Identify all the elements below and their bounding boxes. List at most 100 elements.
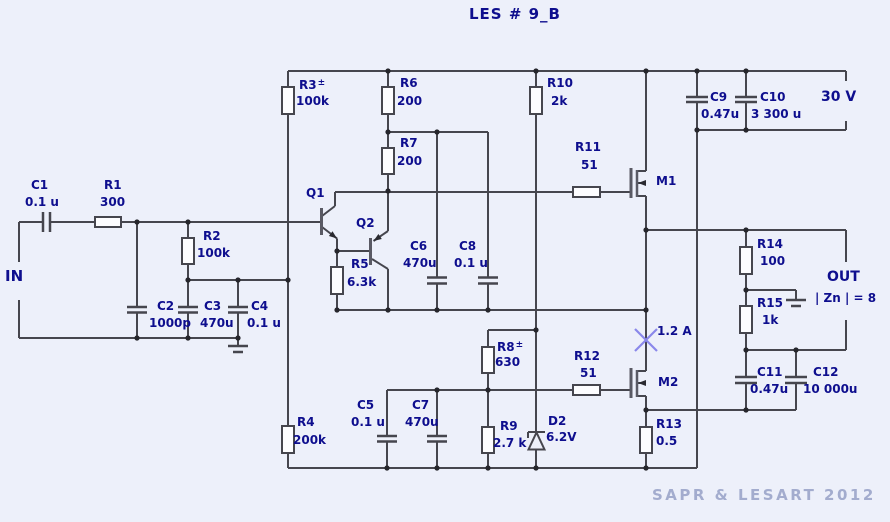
label-C1-value: 0.1 u — [25, 195, 59, 209]
output-load-label: | Zn | = 8 — [815, 291, 877, 305]
resistor-R5-symbol — [330, 266, 344, 295]
label-D2-value: 6.2V — [546, 430, 577, 444]
label-C12-value: 10 000u — [803, 382, 858, 396]
label-R3-name: R3± — [299, 78, 326, 92]
label-C6-name: C6 — [410, 239, 428, 253]
label-C6-value: 470u — [403, 256, 437, 270]
label-C10-name: C10 — [760, 90, 786, 104]
label-C2-value: 1000p — [149, 316, 191, 330]
label-C8-name: C8 — [459, 239, 477, 253]
m2-arrow — [638, 380, 646, 386]
capacitor-C4-symbol — [228, 305, 248, 314]
label-Q1-name: Q1 — [306, 186, 325, 200]
ground-symbols — [228, 298, 806, 354]
resistor-R8-symbol — [481, 346, 495, 374]
label-C8-value: 0.1 u — [454, 256, 488, 270]
zener-D2-symbol — [526, 430, 547, 451]
label-C5-name: C5 — [357, 398, 375, 412]
label-R14-value: 100 — [760, 254, 786, 268]
resistor-R1-symbol — [94, 216, 122, 228]
label-R1-value: 300 — [100, 195, 126, 209]
resistor-R6-symbol — [381, 86, 395, 115]
capacitor-C6-symbol — [427, 276, 447, 285]
resistor-R4-symbol — [281, 425, 295, 454]
label-C9-value: 0.47u — [701, 107, 740, 121]
label-R7-value: 200 — [397, 154, 423, 168]
label-R14-name: R14 — [757, 237, 783, 251]
label-R10-name: R10 — [547, 76, 573, 90]
label-R3-value: 100k — [296, 94, 330, 108]
resistor-R7-symbol — [381, 147, 395, 175]
terminal-out-label: OUT — [827, 269, 860, 285]
capacitor-C10-symbol — [735, 95, 757, 104]
label-C3-value: 470u — [200, 316, 234, 330]
fuse-cross-icon — [634, 328, 658, 352]
label-R8-name: R8± — [497, 340, 524, 354]
label-R2-value: 100k — [197, 246, 231, 260]
label-R4-value: 200k — [293, 433, 327, 447]
transistor-bars — [320, 168, 639, 398]
label-R12-value: 51 — [580, 366, 597, 380]
label-C7-value: 470u — [405, 415, 439, 429]
label-R10-value: 2k — [551, 94, 568, 108]
capacitor-C9-symbol — [686, 95, 708, 104]
label-C9-name: C9 — [710, 90, 728, 104]
page-title: LES # 9_B — [469, 5, 561, 23]
label-R5-name: R5 — [351, 257, 369, 271]
label-M1-name: M1 — [656, 174, 677, 188]
resistor-R9-symbol — [481, 426, 495, 454]
junction-dots — [134, 68, 799, 471]
resistor-R15-symbol — [739, 305, 753, 334]
m1-arrow — [638, 180, 646, 186]
label-R15-value: 1k — [762, 313, 779, 327]
resistor-R2-symbol — [181, 237, 195, 265]
label-C3-name: C3 — [204, 299, 222, 313]
resistor-R13-symbol — [639, 426, 653, 454]
label-R6-value: 200 — [397, 94, 423, 108]
ground-icon — [786, 298, 806, 308]
arrowheads — [328, 180, 646, 386]
resistor-bodies — [94, 86, 753, 454]
label-R8-value: 630 — [495, 355, 521, 369]
label-C4-name: C4 — [251, 299, 269, 313]
resistor-R11-symbol — [572, 186, 601, 198]
capacitor-C5-symbol — [377, 434, 397, 443]
resistor-R14-symbol — [739, 246, 753, 275]
label-R11-name: R11 — [575, 140, 601, 154]
label-R7-name: R7 — [400, 136, 418, 150]
label-R5-value: 6.3k — [347, 275, 377, 289]
label-R13-value: 0.5 — [656, 434, 678, 448]
label-M2-name: M2 — [658, 375, 679, 389]
label-C5-value: 0.1 u — [351, 415, 385, 429]
fuse-label: 1.2 A — [657, 324, 692, 338]
label-Q2-name: Q2 — [356, 216, 375, 230]
label-C12-name: C12 — [813, 365, 839, 379]
label-R6-name: R6 — [400, 76, 418, 90]
label-C7-name: C7 — [412, 398, 430, 412]
label-R4-name: R4 — [297, 415, 315, 429]
credit-text: SAPR & LESART 2012 — [652, 486, 876, 504]
label-C11-name: C11 — [757, 365, 783, 379]
capacitor-C11-symbol — [735, 375, 757, 385]
label-C2-name: C2 — [157, 299, 175, 313]
resistor-R3-symbol — [281, 86, 295, 115]
capacitor-C1-symbol — [41, 212, 52, 232]
label-D2-name: D2 — [548, 414, 567, 428]
capacitor-plates — [41, 95, 807, 443]
label-C10-value: 3 300 u — [751, 107, 802, 121]
capacitor-C2-symbol — [127, 305, 147, 314]
terminal-supply-label: 30 V — [821, 89, 857, 105]
label-R9-value: 2.7 k — [493, 436, 527, 450]
capacitor-C12-symbol — [785, 375, 807, 385]
label-R9-name: R9 — [500, 419, 518, 433]
capacitor-C7-symbol — [427, 434, 447, 443]
label-C1-name: C1 — [31, 178, 49, 192]
resistor-R10-symbol — [529, 86, 543, 115]
label-R13-name: R13 — [656, 417, 682, 431]
label-R12-name: R12 — [574, 349, 600, 363]
label-C11-value: 0.47u — [750, 382, 789, 396]
q1-emitter-arrow — [328, 231, 337, 239]
label-R1-name: R1 — [104, 178, 122, 192]
label-R2-name: R2 — [203, 229, 221, 243]
